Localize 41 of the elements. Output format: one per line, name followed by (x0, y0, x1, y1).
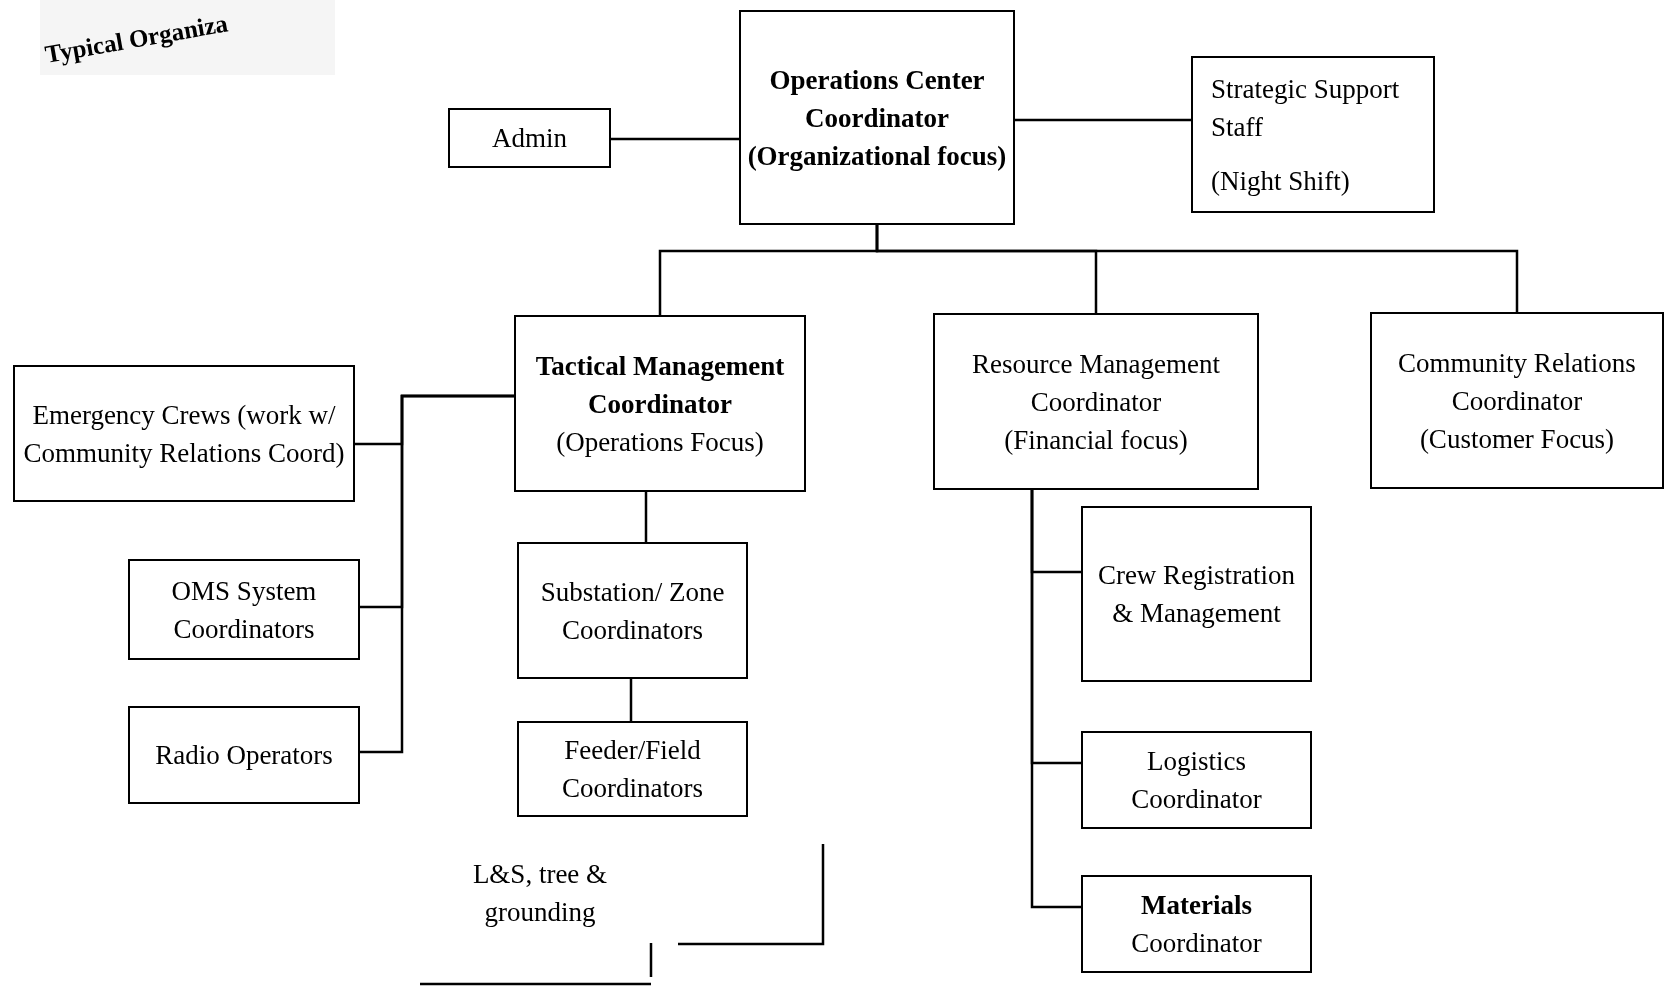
role-title: Operations Center Coordinator (Organizational focus) (747, 63, 1007, 173)
connector-line (629, 679, 633, 721)
org-box (13, 365, 355, 502)
role-focus: (Customer Focus) (1419, 422, 1615, 456)
org-box (739, 10, 1015, 225)
connector-line (644, 492, 648, 542)
org-box (1081, 875, 1312, 973)
role-focus: (Financial focus) (1004, 423, 1188, 457)
org-box (1081, 731, 1312, 829)
role-title: Crew Registration & Management (1096, 559, 1297, 630)
role-title: Admin (492, 122, 567, 155)
role-title: OMS System Coordinators (170, 574, 318, 646)
connector-line (611, 137, 739, 141)
connector-line (1030, 490, 1081, 909)
role-title: Resource Management Coordinator (970, 347, 1222, 419)
role-focus: (Operations Focus) (556, 425, 764, 459)
org-box (1191, 56, 1435, 213)
role-title: Radio Operators (155, 739, 333, 772)
org-box (514, 315, 806, 492)
role-title: Emergency Crews (work w/ Community Relations Coord) (22, 398, 346, 470)
role-title: Materials Coordinator (1130, 889, 1263, 960)
role-title: Community Relations Coordinator (1397, 346, 1637, 418)
connector-line (360, 394, 514, 754)
role-focus: (Night Shift) (1211, 164, 1350, 198)
org-box (933, 313, 1259, 490)
org-box (517, 721, 748, 817)
title: Typical Organiza (42, 8, 231, 70)
role-title: Logistics Coordinator (1130, 745, 1263, 816)
org-box (517, 542, 748, 679)
note-text: L&S, tree & grounding (471, 858, 609, 929)
role-title: Strategic Support Staff (1211, 72, 1401, 144)
org-box (128, 559, 360, 660)
role-title: Tactical Management Coordinator (534, 349, 786, 421)
org-box (1370, 312, 1664, 489)
org-box (1081, 506, 1312, 682)
connector-line (1015, 118, 1191, 122)
connector-line (875, 225, 1519, 312)
org-box (128, 706, 360, 804)
role-title: Feeder/Field Coordinators (561, 734, 704, 805)
org-box (448, 108, 611, 168)
role-title: Substation/ Zone Coordinators (539, 575, 726, 647)
